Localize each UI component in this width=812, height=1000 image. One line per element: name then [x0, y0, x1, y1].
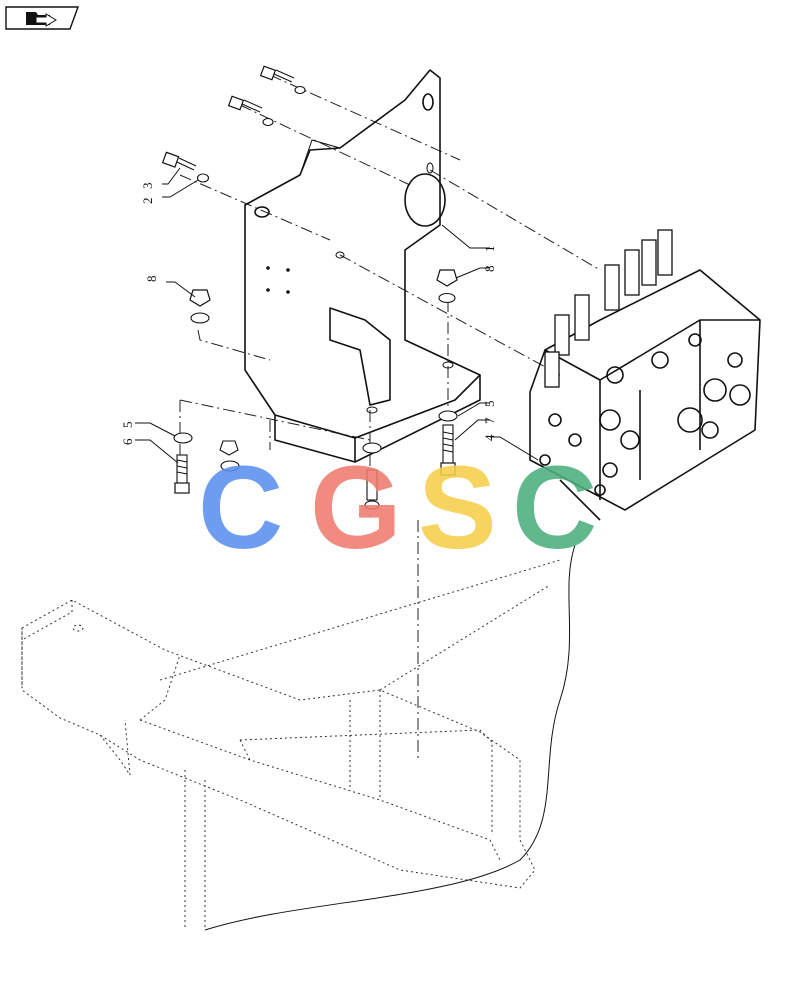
bolt-icon: [259, 65, 306, 95]
control-valve: [529, 229, 761, 521]
callout-8-right: 8: [482, 266, 497, 273]
left-nut-washer: [189, 289, 211, 324]
watermark-letter-1: C: [198, 442, 283, 574]
machine-frame: [21, 544, 576, 931]
callout-3: 3: [140, 183, 155, 190]
watermark-logo: C G S C: [198, 442, 597, 574]
callout-2: 2: [140, 198, 155, 205]
upper-bolts: [161, 65, 306, 183]
callout-numbers: 3 2 1 8 8 5 7 4 5 6: [120, 183, 497, 446]
lower-mid-nut-washer: [362, 442, 382, 510]
leader-lines: [135, 167, 539, 464]
callout-5-left: 5: [120, 422, 135, 429]
assembly-centerlines: [179, 74, 601, 760]
watermark-letter-2: G: [310, 442, 402, 574]
watermark-letter-3: S: [418, 442, 497, 574]
callout-4: 4: [482, 434, 497, 441]
callout-7: 7: [482, 417, 497, 424]
lower-left-bolt: [173, 432, 193, 494]
callout-5-right: 5: [482, 401, 497, 408]
watermark-letter-4: C: [512, 442, 597, 574]
bolt-icon: [227, 95, 274, 127]
callout-1: 1: [482, 246, 497, 253]
right-nut-washer: [436, 269, 458, 304]
bolt-icon: [161, 151, 210, 183]
callout-8-left: 8: [144, 276, 159, 283]
arrow-folder-icon: [26, 12, 57, 27]
mounting-bracket: [244, 69, 481, 463]
lower-nut-washer: [219, 440, 240, 472]
lower-right-bolt: [438, 410, 458, 476]
header-nav-icon[interactable]: [5, 6, 79, 30]
callout-6: 6: [120, 438, 135, 445]
